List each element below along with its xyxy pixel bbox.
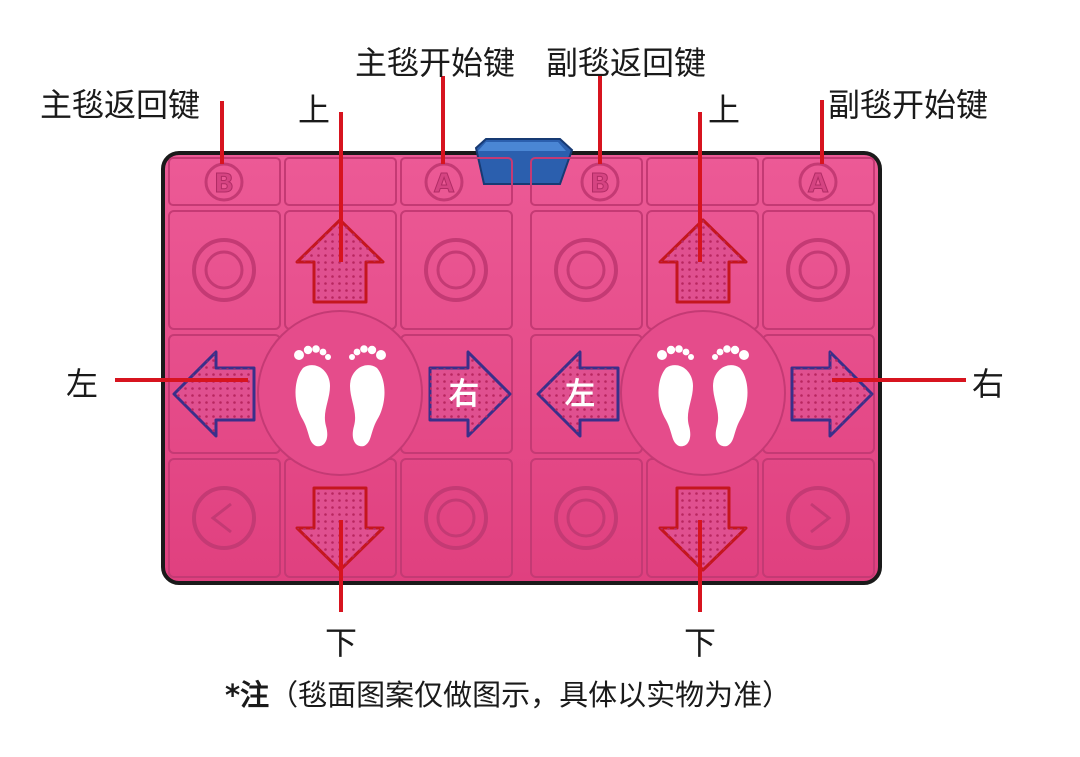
svg-text:右: 右 [449,377,479,412]
label-right: 右 [972,359,1004,405]
svg-text:左: 左 [565,377,595,412]
center-circle-right [621,311,785,475]
label-up-right: 上 [708,85,740,131]
label-down-left: 下 [325,618,357,664]
label-sub-return: 副毯返回键 [546,38,706,84]
label-left: 左 [66,359,98,405]
svg-text:A: A [808,169,828,199]
label-sub-start: 副毯开始键 [828,80,988,126]
note-text: （毯面图案仅做图示，具体以实物为准） [269,678,791,712]
svg-text:B: B [590,169,610,199]
svg-text:A: A [434,169,454,199]
label-main-start: 主毯开始键 [355,38,515,84]
note-prefix: *注 [225,678,269,712]
label-main-return: 主毯返回键 [40,80,200,126]
label-down-right: 下 [684,618,716,664]
label-up-left: 上 [298,85,330,131]
svg-text:B: B [214,169,234,199]
center-circle-left [258,311,422,475]
disclaimer-note: *注（毯面图案仅做图示，具体以实物为准） [225,672,791,714]
